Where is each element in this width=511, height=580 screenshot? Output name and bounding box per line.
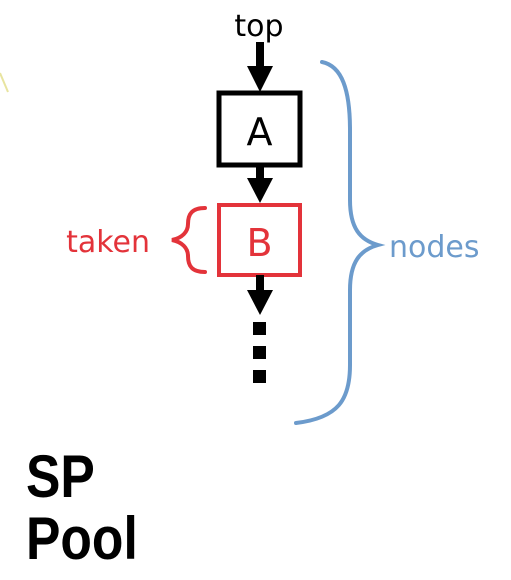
taken-brace bbox=[171, 206, 207, 274]
top-label: top bbox=[234, 9, 283, 44]
taken-label: taken bbox=[66, 225, 150, 260]
nodes-brace bbox=[294, 60, 386, 425]
nodes-label: nodes bbox=[389, 230, 480, 265]
title-block: SP Pool bbox=[26, 446, 138, 570]
top-to-a-arrowhead bbox=[247, 66, 273, 92]
node-a-label: A bbox=[247, 110, 273, 154]
b-down-arrowhead bbox=[247, 290, 273, 315]
node-b-box bbox=[217, 203, 302, 277]
node-b-label: B bbox=[246, 221, 272, 265]
a-to-b-arrowhead bbox=[247, 178, 273, 203]
title-line-2: Pool bbox=[26, 505, 138, 572]
continuation-ellipsis bbox=[253, 322, 266, 383]
corner-mark bbox=[0, 72, 9, 93]
title-line-1: SP bbox=[26, 443, 95, 510]
